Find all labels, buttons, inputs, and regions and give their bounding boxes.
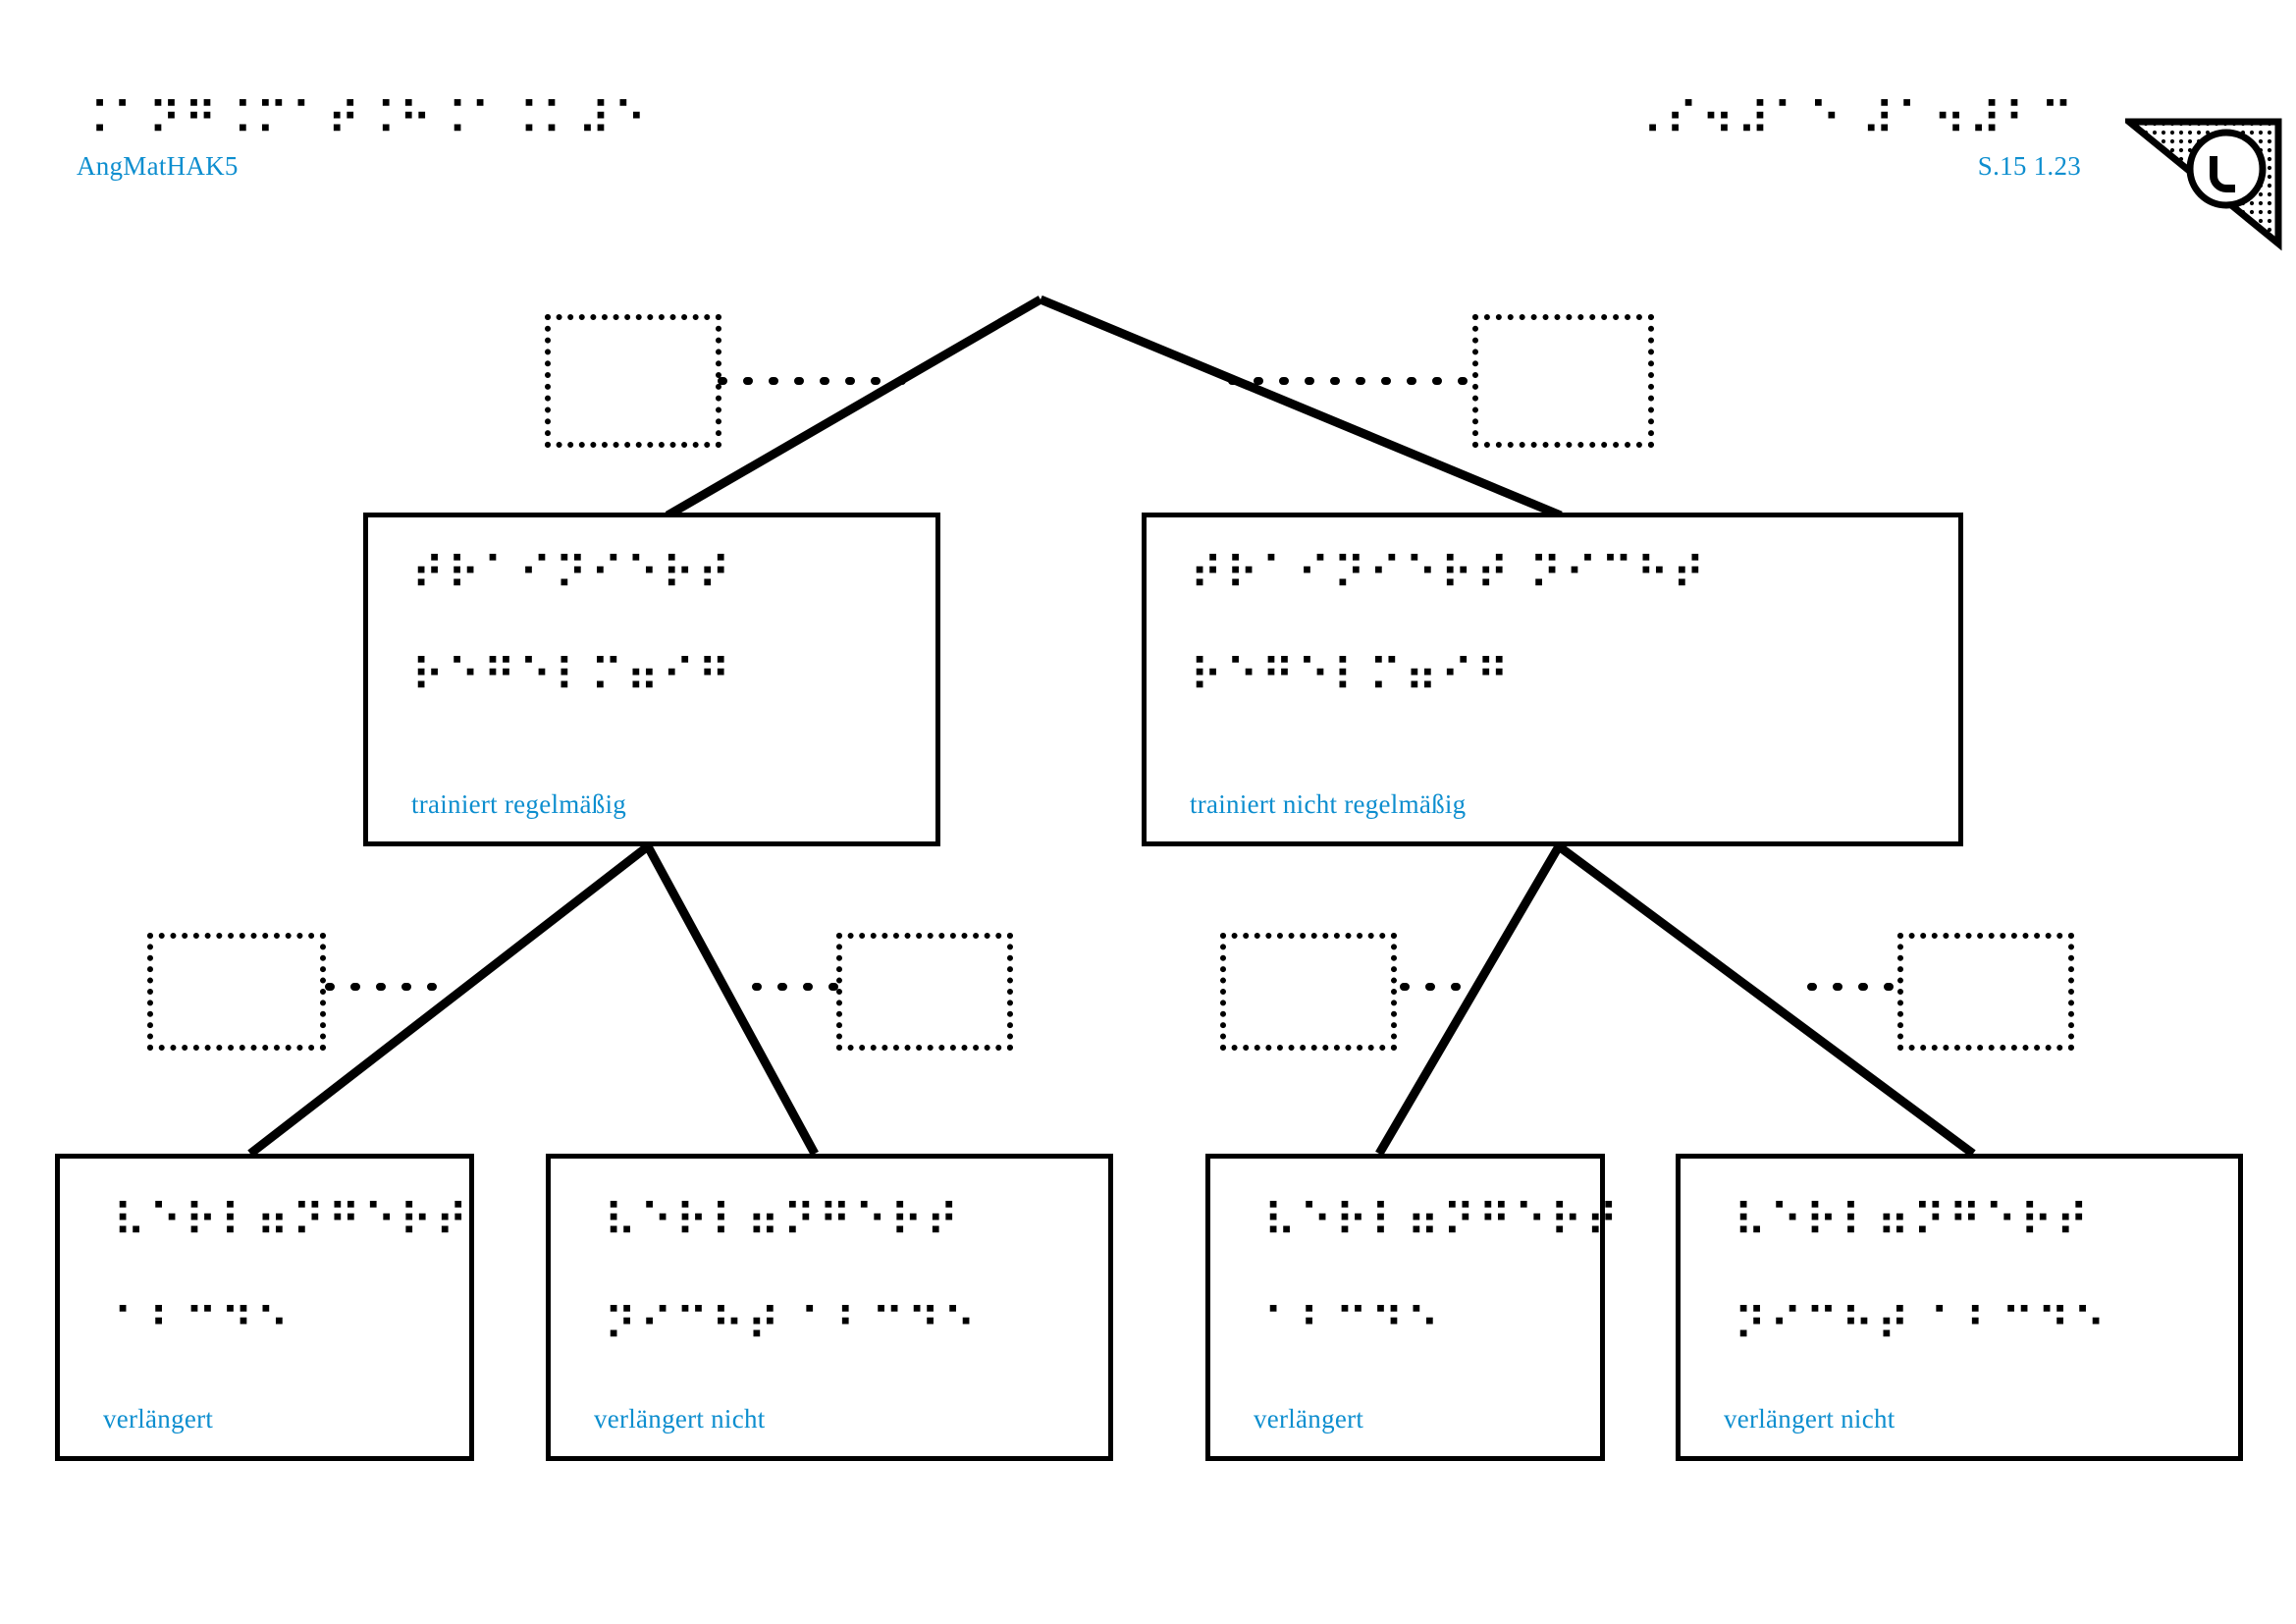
page-orientation-corner-icon: [2125, 118, 2282, 251]
node-braille-line-1: ⠞⠗⠁⠊⠝⠊⠑⠗⠞: [411, 547, 734, 600]
leaf-print-label: verlängert nicht: [594, 1404, 766, 1434]
leaf-print-label: verlängert nicht: [1724, 1404, 1896, 1434]
leaf-braille-line-2: ⠁⠃⠉⠙⠑: [1263, 1298, 1443, 1351]
leaf-verlaengert-1[interactable]: ⠧⠑⠗⠇⠶⠝⠛⠑⠗⠞ ⠁⠃⠉⠙⠑ verlängert: [55, 1154, 474, 1461]
leaf-verlaengert-nicht-1[interactable]: ⠧⠑⠗⠇⠶⠝⠛⠑⠗⠞ ⠝⠊⠉⠓⠞ ⠁⠃⠉⠙⠑ verlängert nicht: [546, 1154, 1113, 1461]
node-braille-line-2: ⠗⠑⠛⠑⠇⠍⠶⠊⠛: [1190, 649, 1513, 702]
leaf-braille-block: ⠧⠑⠗⠇⠶⠝⠛⠑⠗⠞ ⠁⠃⠉⠙⠑: [113, 1194, 471, 1351]
node-print-label: trainiert nicht regelmäßig: [1190, 789, 1467, 819]
leaf-print-label: verlängert: [1254, 1404, 1364, 1434]
header-left-braille: ⠨⠁⠝⠛⠨⠍⠁⠞⠨⠓⠨⠁⠨⠅⠼⠑: [77, 92, 650, 145]
leaf-braille-block: ⠧⠑⠗⠇⠶⠝⠛⠑⠗⠞ ⠝⠊⠉⠓⠞ ⠁⠃⠉⠙⠑: [1734, 1198, 2228, 1347]
page-title: AngMatHAK5: [77, 151, 239, 181]
prob-blank-mid-3[interactable]: [1220, 933, 1397, 1051]
node-braille-line-2: ⠗⠑⠛⠑⠇⠍⠶⠊⠛: [411, 649, 734, 702]
page-reference: S.15 1.23: [1977, 151, 2081, 181]
header-left-group: ⠨⠁⠝⠛⠨⠍⠁⠞⠨⠓⠨⠁⠨⠅⠼⠑ AngMatHAK5: [77, 96, 649, 182]
header-right-braille: ⠠⠎⠲⠼⠁⠑ ⠼⠁⠲⠼⠃⠉: [1629, 92, 2076, 145]
leaf-braille-line-2: ⠝⠊⠉⠓⠞ ⠁⠃⠉⠙⠑: [1734, 1298, 2109, 1351]
node-braille-line-1: ⠞⠗⠁⠊⠝⠊⠑⠗⠞ ⠝⠊⠉⠓⠞: [1190, 547, 1708, 600]
node-trainiert-regelmaessig[interactable]: ⠞⠗⠁⠊⠝⠊⠑⠗⠞ ⠗⠑⠛⠑⠇⠍⠶⠊⠛ trainiert regelmäßig: [363, 513, 940, 846]
leaf-braille-block: ⠧⠑⠗⠇⠶⠝⠛⠑⠗⠞ ⠁⠃⠉⠙⠑: [1263, 1194, 1622, 1351]
leaf-verlaengert-2[interactable]: ⠧⠑⠗⠇⠶⠝⠛⠑⠗⠞ ⠁⠃⠉⠙⠑ verlängert: [1205, 1154, 1622, 1461]
node-braille-block: ⠞⠗⠁⠊⠝⠊⠑⠗⠞ ⠝⠊⠉⠓⠞ ⠗⠑⠛⠑⠇⠍⠶⠊⠛: [1190, 551, 1947, 698]
leaf-braille-line-1: ⠧⠑⠗⠇⠶⠝⠛⠑⠗⠞: [604, 1194, 962, 1247]
leaf-braille-line-1: ⠧⠑⠗⠇⠶⠝⠛⠑⠗⠞: [1734, 1194, 2092, 1247]
prob-blank-mid-2[interactable]: [836, 933, 1013, 1051]
node-print-label: trainiert regelmäßig: [411, 789, 627, 819]
prob-blank-top-right[interactable]: [1472, 314, 1654, 448]
prob-blank-top-left[interactable]: [545, 314, 721, 448]
leaf-print-label: verlängert: [103, 1404, 214, 1434]
leaf-braille-line-1: ⠧⠑⠗⠇⠶⠝⠛⠑⠗⠞: [1263, 1194, 1622, 1247]
node-braille-block: ⠞⠗⠁⠊⠝⠊⠑⠗⠞ ⠗⠑⠛⠑⠇⠍⠶⠊⠛: [411, 551, 924, 698]
prob-blank-mid-1[interactable]: [147, 933, 326, 1051]
leaf-braille-line-2: ⠁⠃⠉⠙⠑: [113, 1298, 293, 1351]
leaf-braille-line-2: ⠝⠊⠉⠓⠞ ⠁⠃⠉⠙⠑: [604, 1298, 979, 1351]
header-right-group: ⠠⠎⠲⠼⠁⠑ ⠼⠁⠲⠼⠃⠉ S.15 1.23: [1629, 96, 2081, 182]
node-trainiert-nicht-regelmaessig[interactable]: ⠞⠗⠁⠊⠝⠊⠑⠗⠞ ⠝⠊⠉⠓⠞ ⠗⠑⠛⠑⠇⠍⠶⠊⠛ trainiert nich…: [1142, 513, 1963, 846]
leaf-braille-line-1: ⠧⠑⠗⠇⠶⠝⠛⠑⠗⠞: [113, 1194, 471, 1247]
leaf-braille-block: ⠧⠑⠗⠇⠶⠝⠛⠑⠗⠞ ⠝⠊⠉⠓⠞ ⠁⠃⠉⠙⠑: [604, 1198, 1098, 1347]
leaf-verlaengert-nicht-2[interactable]: ⠧⠑⠗⠇⠶⠝⠛⠑⠗⠞ ⠝⠊⠉⠓⠞ ⠁⠃⠉⠙⠑ verlängert nicht: [1676, 1154, 2243, 1461]
prob-blank-mid-4[interactable]: [1897, 933, 2074, 1051]
